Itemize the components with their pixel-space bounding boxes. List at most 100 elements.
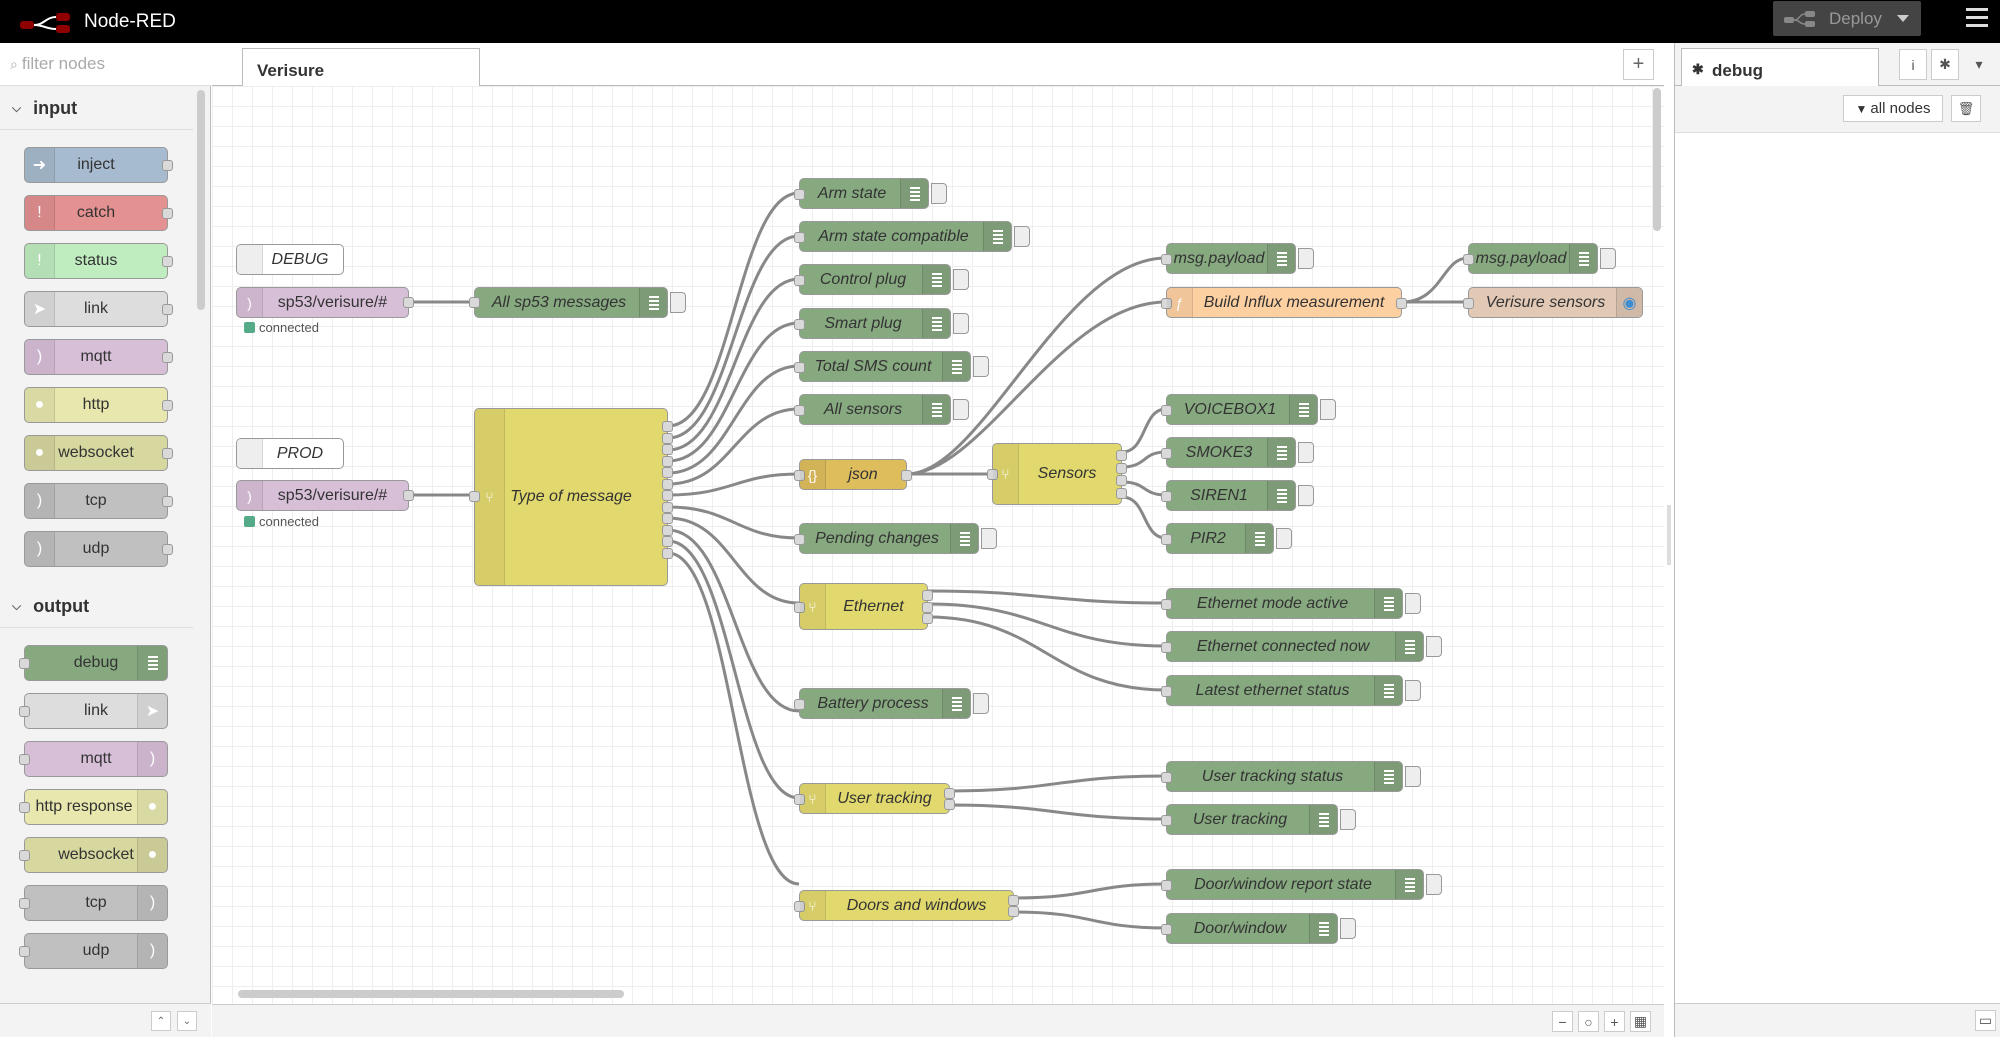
- input-port[interactable]: [794, 793, 805, 805]
- filter-all-nodes-button[interactable]: ▼ all nodes: [1843, 95, 1943, 122]
- input-port[interactable]: [1161, 879, 1172, 891]
- input-port[interactable]: [1161, 253, 1172, 265]
- palette-node-catch[interactable]: ! catch: [24, 195, 173, 231]
- debug-node-pir2[interactable]: PIR2: [1161, 523, 1292, 554]
- output-port[interactable]: [1116, 450, 1127, 462]
- tab-debug[interactable]: ✱ debug: [1681, 48, 1879, 87]
- output-port[interactable]: [662, 432, 673, 444]
- input-port[interactable]: [1161, 490, 1172, 502]
- output-port[interactable]: [403, 297, 414, 308]
- debug-toggle[interactable]: [1340, 918, 1356, 939]
- zoom-in-button[interactable]: +: [1604, 1011, 1625, 1032]
- input-port[interactable]: [1161, 923, 1172, 935]
- debug-toggle[interactable]: [1405, 680, 1421, 701]
- input-port[interactable]: [794, 533, 805, 545]
- debug-node-ethernet-connected-now[interactable]: Ethernet connected now: [1161, 631, 1442, 662]
- output-port[interactable]: [662, 513, 673, 524]
- output-port[interactable]: [922, 589, 933, 601]
- palette-node-tcp-in[interactable]: ) tcp: [24, 483, 173, 519]
- output-port[interactable]: [662, 524, 673, 536]
- palette-node-http-response[interactable]: http response ●: [19, 789, 168, 825]
- debug-node-smart-plug[interactable]: Smart plug: [794, 308, 969, 339]
- horizontal-scrollbar[interactable]: [238, 990, 624, 998]
- palette-node-inject[interactable]: ➜ inject: [24, 147, 173, 183]
- tab-verisure[interactable]: Verisure: [242, 48, 480, 87]
- debug-toggle[interactable]: [1276, 528, 1292, 549]
- zoom-out-button[interactable]: −: [1552, 1011, 1573, 1032]
- debug-node-all-sp53[interactable]: All sp53 messages: [469, 287, 686, 318]
- debug-node-latest-ethernet-status[interactable]: Latest ethernet status: [1161, 675, 1421, 706]
- input-port[interactable]: [1161, 447, 1172, 459]
- input-port[interactable]: [794, 601, 805, 613]
- debug-node-smoke3[interactable]: SMOKE3: [1161, 437, 1314, 468]
- input-port[interactable]: [794, 469, 805, 481]
- category-input-header[interactable]: ⌵ input: [0, 87, 193, 130]
- debug-node-battery-process[interactable]: Battery process: [794, 688, 989, 719]
- output-port[interactable]: [1116, 487, 1127, 499]
- output-port[interactable]: [922, 613, 933, 625]
- debug-node-arm-state-compatible[interactable]: Arm state compatible: [794, 221, 1030, 252]
- input-port[interactable]: [794, 361, 805, 373]
- filter-nodes-input[interactable]: ⌕ filter nodes: [0, 43, 211, 86]
- output-port[interactable]: [922, 601, 933, 613]
- collapse-all-icon[interactable]: ⌃: [151, 1011, 171, 1031]
- debug-toggle[interactable]: [953, 399, 969, 420]
- switch-node-type-of-message[interactable]: ⑂ Type of message: [469, 408, 673, 586]
- input-port[interactable]: [469, 297, 480, 308]
- debug-node-door-window[interactable]: Door/window: [1161, 913, 1356, 944]
- navigator-icon[interactable]: ▦: [1630, 1011, 1651, 1032]
- add-tab-button[interactable]: +: [1623, 49, 1654, 80]
- palette-node-debug[interactable]: debug: [19, 645, 168, 681]
- mqtt-in-node[interactable]: ) sp53/verisure/#: [236, 480, 414, 511]
- debug-node-user-tracking-status[interactable]: User tracking status: [1161, 761, 1421, 792]
- switch-node-doors-windows[interactable]: ⑂Doors and windows: [794, 890, 1019, 921]
- palette-node-link-out[interactable]: link ➤: [19, 693, 168, 729]
- input-port[interactable]: [469, 491, 480, 502]
- chevron-down-icon[interactable]: ▾: [1975, 56, 1983, 72]
- input-port[interactable]: [1161, 404, 1172, 416]
- input-port[interactable]: [794, 318, 805, 330]
- debug-toggle[interactable]: [1600, 248, 1616, 269]
- output-port[interactable]: [944, 798, 955, 810]
- input-port[interactable]: [1161, 598, 1172, 610]
- output-port[interactable]: [662, 444, 673, 455]
- debug-toggle[interactable]: [1405, 766, 1421, 787]
- input-port[interactable]: [794, 188, 805, 200]
- palette-node-status[interactable]: ! status: [24, 243, 173, 279]
- json-node[interactable]: {}json: [794, 459, 912, 490]
- debug-toggle[interactable]: [953, 313, 969, 334]
- palette-scrollbar[interactable]: [197, 90, 205, 310]
- output-port[interactable]: [662, 490, 673, 501]
- debug-toggle[interactable]: [931, 183, 947, 204]
- debug-toggle[interactable]: [1298, 485, 1314, 506]
- debug-node-total-sms[interactable]: Total SMS count: [794, 351, 989, 382]
- input-port[interactable]: [1161, 771, 1172, 783]
- input-port[interactable]: [987, 469, 998, 480]
- switch-node-sensors[interactable]: ⑂Sensors: [987, 443, 1127, 505]
- input-port[interactable]: [1463, 297, 1474, 309]
- bug-icon[interactable]: ✱: [1931, 49, 1959, 80]
- output-port[interactable]: [662, 467, 673, 478]
- output-port[interactable]: [662, 421, 673, 432]
- debug-toggle[interactable]: [973, 693, 989, 714]
- output-port[interactable]: [403, 490, 414, 501]
- sidebar-resize-handle[interactable]: [1667, 505, 1671, 565]
- output-port[interactable]: [1396, 297, 1407, 309]
- debug-node-door-window-report[interactable]: Door/window report state: [1161, 869, 1442, 900]
- output-port[interactable]: [1116, 462, 1127, 474]
- output-port[interactable]: [662, 478, 673, 490]
- debug-toggle[interactable]: [981, 528, 997, 549]
- palette-node-websocket-out[interactable]: websocket ●: [19, 837, 168, 873]
- switch-node-user-tracking[interactable]: ⑂User tracking: [794, 783, 955, 814]
- input-port[interactable]: [1161, 641, 1172, 653]
- info-icon[interactable]: i: [1899, 49, 1927, 80]
- debug-node-siren1[interactable]: SIREN1: [1161, 480, 1314, 511]
- mqtt-in-node[interactable]: ) sp53/verisure/#: [236, 287, 414, 318]
- deploy-button[interactable]: Deploy: [1773, 1, 1921, 36]
- output-port[interactable]: [944, 788, 955, 800]
- input-port[interactable]: [794, 900, 805, 912]
- main-menu-icon[interactable]: [1966, 8, 1988, 28]
- palette-node-http-in[interactable]: ● http: [24, 387, 173, 423]
- input-port[interactable]: [1463, 253, 1474, 265]
